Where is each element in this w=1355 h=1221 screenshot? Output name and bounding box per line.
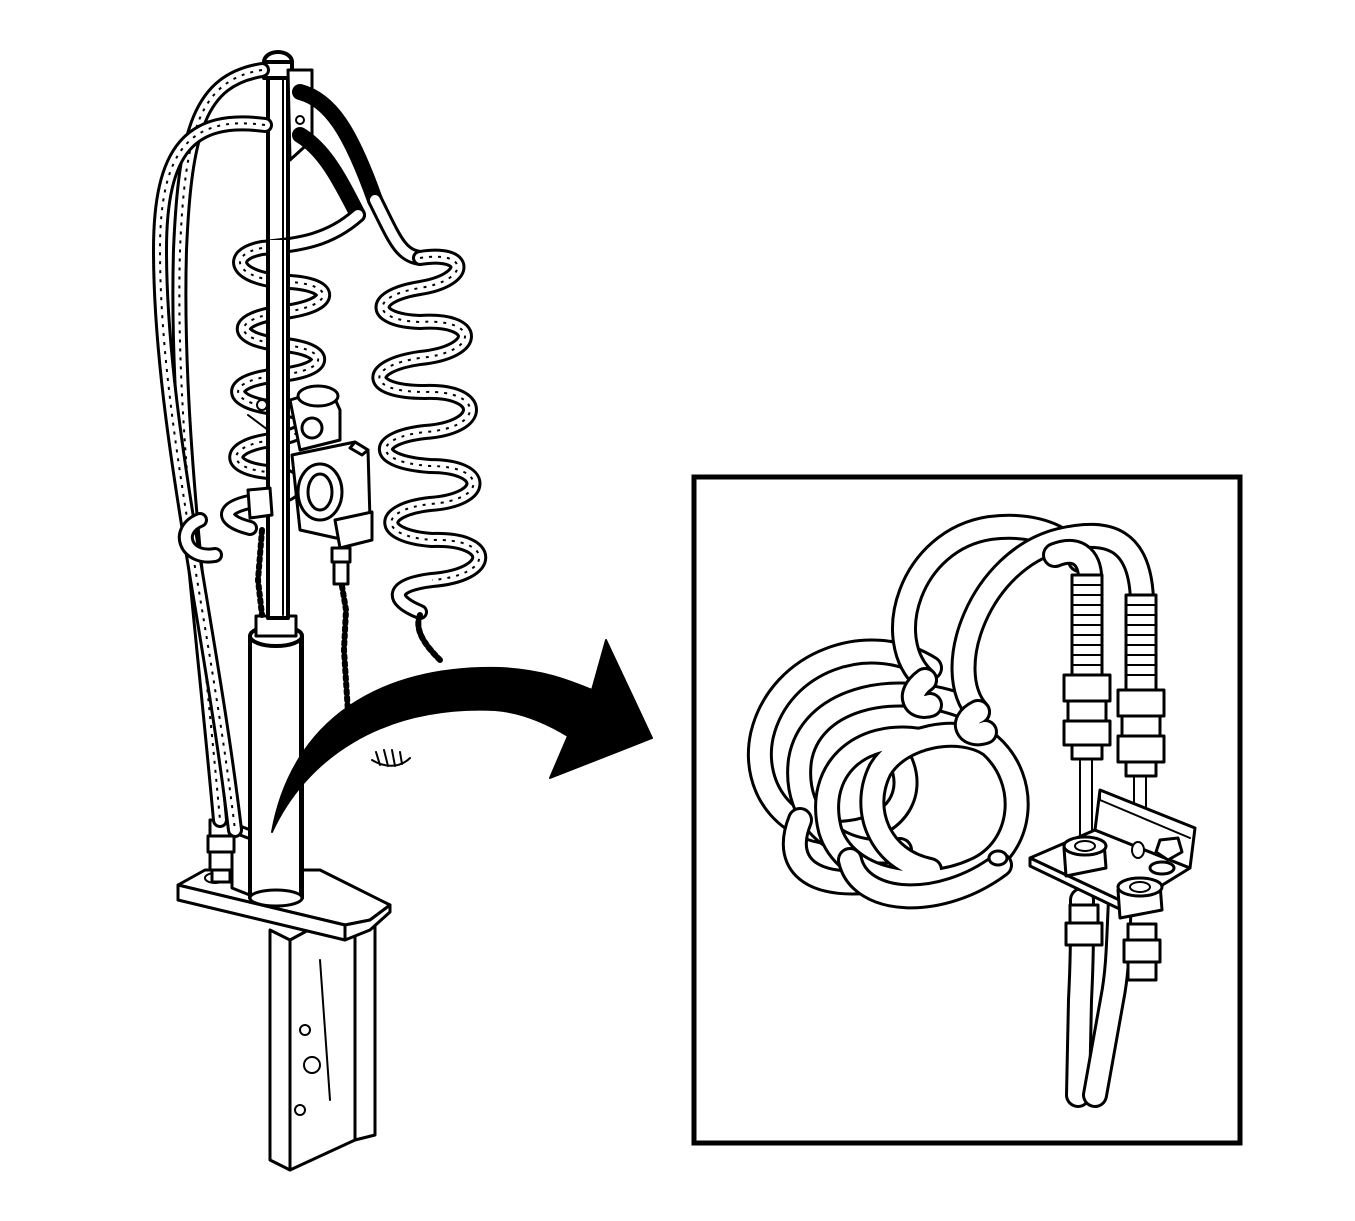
callout-arrow <box>271 639 653 833</box>
main-assembly <box>152 50 487 1172</box>
detail-coiled-tubes <box>746 513 1155 1108</box>
top-hoses <box>292 84 383 223</box>
detail-bracket-nuts <box>1062 835 1164 920</box>
coupler-assembly <box>246 384 374 550</box>
coiled-hose-center <box>220 207 366 542</box>
cylinder <box>248 614 304 908</box>
detail-lower-fittings <box>1064 903 1162 982</box>
detail-hoses-and-fittings <box>1062 573 1166 881</box>
lower-hoses <box>255 527 352 715</box>
detail-view <box>691 474 1243 1146</box>
hidden-fitting-marks <box>371 749 411 767</box>
long-hose-left <box>152 62 273 838</box>
mounting-channel <box>268 903 377 1172</box>
coiled-hose-right <box>367 192 487 663</box>
